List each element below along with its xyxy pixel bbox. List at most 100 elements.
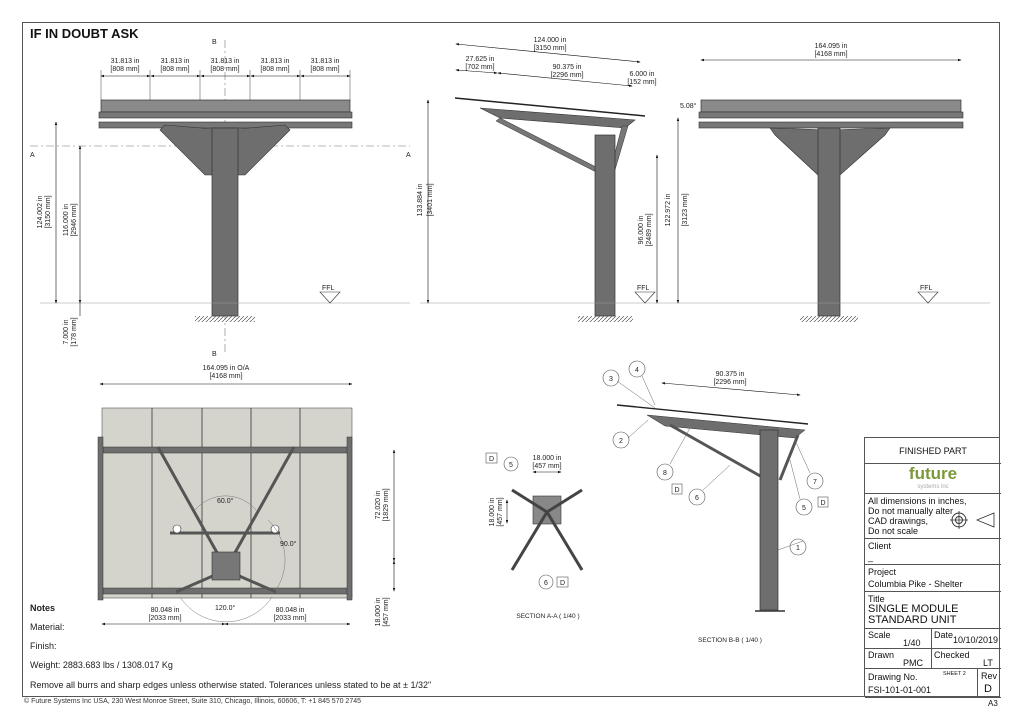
drawn-value: PMC [903, 658, 923, 668]
section-a-label-left: A [30, 152, 35, 159]
angle-text: 90.0° [280, 540, 297, 548]
balloon-text: 7 [813, 479, 817, 486]
revision-tag: D [489, 456, 494, 463]
revision-tag: D [560, 580, 565, 587]
client-label: Client [868, 541, 892, 551]
dim-text: 72.020 in [375, 490, 382, 519]
drawing-title-line: SINGLE MODULE [868, 603, 959, 615]
paper-size: A3 [988, 699, 998, 708]
title-row: Title SINGLE MODULE STANDARD UNIT [865, 592, 1001, 629]
heading: IF IN DOUBT ASK [30, 26, 139, 41]
dim-text: 31.813 in [261, 58, 290, 65]
section-bb: 90.375 in [2296 mm] 1 2 3 4 5 6 7 8 D [602, 360, 829, 644]
balloon-text: 2 [619, 438, 623, 445]
dim-text: [808 mm] [160, 66, 189, 73]
rev-label: Rev [981, 671, 998, 681]
client-row: Client _ [865, 539, 1001, 565]
finished-part-label: FINISHED PART [899, 446, 967, 456]
note-line: All dimensions in inches, [868, 496, 967, 506]
scale-date-row: Scale 1/40 Date 10/10/2019 [865, 629, 1001, 649]
company-logo: future [908, 464, 958, 483]
dim-text: 18.000 in [489, 497, 496, 526]
dim-text: 124.002 in [37, 196, 44, 229]
balloon-6 [538, 574, 554, 590]
checked-value: LT [983, 658, 993, 668]
title-block: FINISHED PART future systems inc All dim… [864, 437, 1001, 698]
dim-text: 90.375 in [553, 64, 582, 71]
notes-finish: Finish: [30, 641, 57, 651]
dim-text: 31.813 in [161, 58, 190, 65]
dim-text: [1829 mm] [383, 488, 390, 521]
note-line: Do not scale [868, 526, 919, 536]
back-view: 164.095 in [4168 mm] FFL [698, 43, 990, 322]
section-a-label-right: A [406, 152, 411, 159]
side-panel [454, 97, 646, 117]
dim-text: 18.000 in [533, 455, 562, 462]
dim-text: 31.813 in [311, 58, 340, 65]
angle-text: 120.0° [215, 604, 236, 612]
front-column [211, 127, 239, 317]
section-b-label-bottom: B [212, 351, 217, 358]
dim-text: [2296 mm] [550, 72, 583, 79]
dim-text: 31.813 in [111, 58, 140, 65]
dim-text: [4168 mm] [814, 51, 847, 58]
section-column [759, 429, 779, 611]
projection-symbol-icon [950, 511, 995, 529]
notes-title: Notes [30, 603, 56, 613]
dim-text: [2489 mm] [646, 213, 653, 246]
dim-text: 164.095 in [815, 43, 848, 50]
section-aa: 18.000 in [457 mm] 18.000 in [457 mm] 5 … [485, 452, 584, 620]
drawn-label: Drawn [868, 650, 895, 660]
dim-text: 124.000 in [534, 37, 567, 44]
dim-text: 122.972 in [665, 194, 672, 227]
date-value: 10/10/2019 [953, 635, 999, 645]
drawn-checked-row: Drawn PMC Checked LT [865, 649, 1001, 669]
project-value: Columbia Pike - Shelter [868, 579, 963, 589]
bay-dimension-chain: 31.813 in [808 mm] 31.813 in [808 mm] 31… [100, 58, 351, 100]
sheet-number: SHEET 2 [943, 671, 966, 677]
balloon-text: 8 [663, 470, 667, 477]
finished-part-row: FINISHED PART [865, 438, 1001, 464]
dim-text: [152 mm] [627, 79, 656, 86]
dim-text: [808 mm] [110, 66, 139, 73]
rev-value: D [984, 683, 992, 695]
dim-text: [457 mm] [497, 497, 504, 526]
angle-text: 5.08° [680, 102, 697, 110]
note-line: CAD drawings, [868, 516, 929, 526]
revision-tag: D [820, 500, 825, 507]
plan-view: 164.095 in O/A [4168 mm] 60.0° 90.0° 120… [97, 365, 396, 627]
notes-material: Material: [30, 622, 65, 632]
balloon-text: 4 [635, 367, 639, 374]
balloon-text: 6 [544, 580, 548, 587]
dim-text: [3150 mm] [45, 195, 52, 228]
balloon-text: 5 [509, 462, 513, 469]
dim-text: [808 mm] [310, 66, 339, 73]
project-row: Project Columbia Pike - Shelter [865, 565, 1001, 592]
notes-weight: Weight: 2883.683 lbs / 1308.017 Kg [30, 660, 173, 670]
balloons: 1 2 3 4 5 6 7 8 D D [602, 360, 829, 556]
dim-text: 27.625 in [466, 56, 495, 63]
ffl-label: FFL [637, 285, 650, 292]
section-aa-title: SECTION A-A ( 1/40 ) [516, 613, 579, 620]
back-column [817, 127, 841, 317]
dim-text: 31.813 in [211, 58, 240, 65]
date-label: Date [934, 630, 954, 640]
dim-text: [457 mm] [532, 463, 561, 470]
dim-text: [3123 mm] [682, 193, 689, 226]
dim-text: 164.095 in O/A [203, 365, 250, 372]
dim-text: 90.375 in [716, 371, 745, 378]
checked-label: Checked [934, 650, 970, 660]
scale-label: Scale [868, 630, 891, 640]
dim-text: 96.000 in [638, 215, 645, 244]
project-label: Project [868, 567, 897, 577]
balloon-5 [503, 456, 519, 472]
dim-text: [2033 mm] [148, 615, 181, 622]
dim-text: [4168 mm] [209, 373, 242, 380]
title-label: Title [868, 594, 885, 604]
dim-text: [702 mm] [465, 64, 494, 71]
drawing-frame [22, 22, 1000, 697]
scale-value: 1/40 [903, 638, 921, 648]
note-line: Do not manually alter [868, 506, 954, 516]
dim-text: [808 mm] [210, 66, 239, 73]
